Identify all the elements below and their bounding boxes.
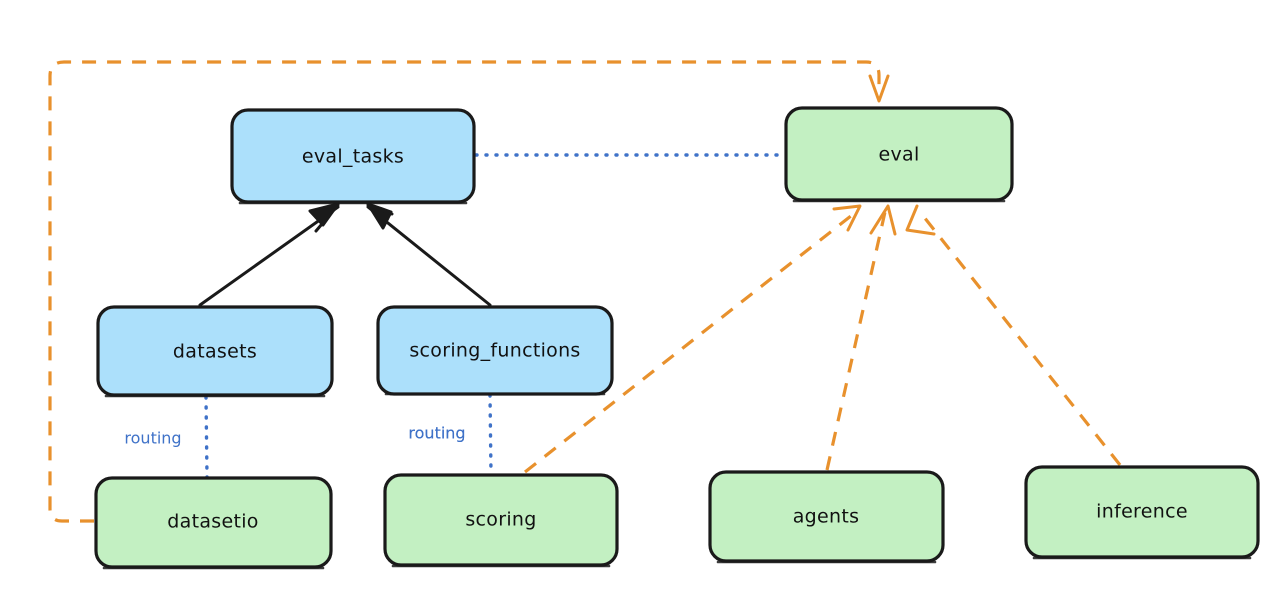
edge-scoring_functions-to-eval_tasks [366, 202, 492, 307]
node-datasetio-box [94, 476, 333, 569]
edge-scoring_functions-to-eval_tasks-arrowtail [366, 203, 394, 216]
edge-inference-to-eval-path [918, 211, 1122, 466]
node-eval-box [784, 106, 1014, 202]
edge-datasets-to-eval_tasks-arrowtail [314, 203, 340, 233]
node-scoring[interactable]: scoring [383, 473, 619, 568]
edge-scoring-to-eval-path [524, 210, 857, 474]
node-agents-box [708, 470, 945, 563]
edge-scoring_functions-to-scoring [488, 393, 493, 476]
node-datasets[interactable]: datasets [96, 305, 334, 398]
edge-datasetio-to-eval [48, 60, 890, 523]
node-inference-label: inference [1096, 501, 1188, 523]
edge-datasetio-to-eval-arrowhead [868, 74, 890, 103]
edge-label-layer: routing routing routing [124, 424, 465, 448]
node-datasets-label: datasets [173, 341, 257, 363]
edge-inference-to-eval [905, 204, 1122, 466]
node-inference[interactable]: inference [1024, 465, 1260, 560]
edge-agents-to-eval-path [825, 211, 887, 471]
edge-label-routing-datasets-datasetio: routing [408, 424, 465, 443]
edge-inference-to-eval-arrowhead [905, 204, 936, 236]
node-datasetio[interactable]: datasetio [94, 476, 333, 570]
edge-datasets-to-datasetio [204, 395, 209, 479]
edge-scoring-to-eval [524, 204, 862, 474]
edge-datasets-to-datasetio-path [204, 395, 209, 479]
node-eval[interactable]: eval [784, 106, 1014, 203]
node-datasetio-label: datasetio [167, 511, 258, 533]
edge-scoring_functions-to-eval_tasks-path [366, 205, 492, 307]
node-scoring_functions[interactable]: scoring_functions [376, 305, 614, 396]
node-agents[interactable]: agents [708, 470, 945, 564]
edge-scoring_functions-to-scoring-path [488, 393, 493, 476]
node-scoring_functions-box [376, 305, 614, 396]
edge-agents-to-eval [825, 204, 897, 471]
node-eval_tasks[interactable]: eval_tasks [230, 108, 476, 205]
node-scoring-label: scoring [465, 509, 536, 531]
node-scoring-box [383, 473, 619, 567]
edge-agents-to-eval-arrowhead [869, 204, 897, 236]
node-layer: eval_tasks eval datasets scoring_functio… [94, 106, 1260, 570]
edge-datasets-to-eval_tasks-path [198, 205, 340, 307]
edge-datasets-to-eval_tasks [198, 202, 340, 307]
edge-label-routing-eval-tasks-eval: routing [124, 429, 181, 448]
node-datasets-box [96, 305, 334, 397]
node-scoring_functions-label: scoring_functions [409, 340, 580, 362]
edge-layer [48, 60, 1122, 523]
edge-scoring-to-eval-arrowhead [832, 204, 862, 232]
node-eval_tasks-box [230, 108, 476, 204]
edge-label-routing-scoringfn-scoring: routing [408, 424, 465, 443]
node-agents-label: agents [793, 506, 860, 528]
node-eval_tasks-label: eval_tasks [302, 146, 404, 168]
node-eval-label: eval [878, 144, 919, 166]
node-inference-box [1024, 465, 1260, 559]
